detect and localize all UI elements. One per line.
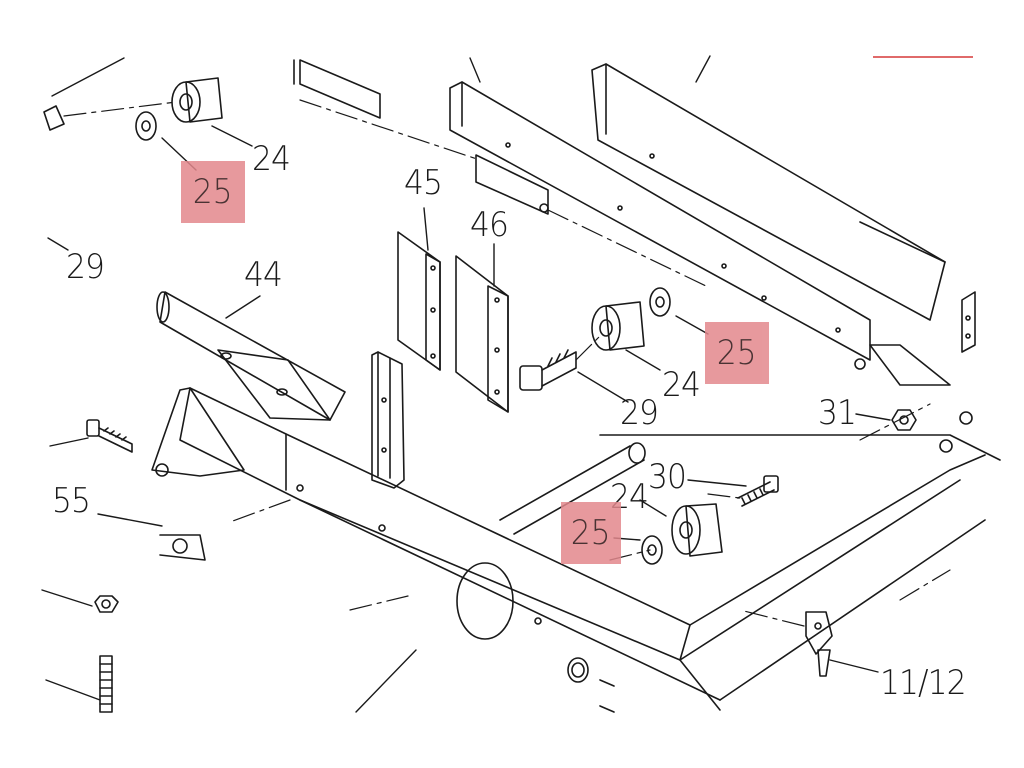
right-frame (599, 411, 1001, 701)
roller-top-left (135, 77, 223, 141)
plate-45 (397, 231, 441, 371)
highlight-25-top-left: 25 (181, 161, 245, 223)
callout-55: 55 (52, 481, 91, 521)
leader-lines (41, 55, 891, 713)
cross-rod (499, 442, 646, 535)
callout-30: 30 (648, 457, 687, 497)
callout-29-center: 29 (620, 393, 659, 433)
plate-46 (455, 255, 509, 413)
roller-bottom (641, 503, 723, 565)
highlight-25-bottom: 25 (561, 502, 621, 564)
callout-29-left: 29 (66, 247, 105, 287)
top-left-linkage (43, 59, 381, 131)
callout-24-top: 24 (252, 139, 291, 179)
highlight-25-label: 25 (571, 513, 611, 553)
right-bracket (961, 291, 976, 353)
highlight-25-label: 25 (717, 333, 757, 373)
bolt-29 (519, 349, 577, 391)
center-bracket (371, 351, 405, 489)
callout-46: 46 (470, 205, 509, 245)
upper-rail (449, 81, 951, 386)
roller-center (591, 287, 671, 351)
bolt-30 (737, 475, 779, 507)
highlight-25-center: 25 (705, 322, 769, 384)
main-rail (179, 387, 721, 713)
bar-44 (156, 291, 346, 421)
latch-11-12 (805, 611, 833, 677)
callout-45: 45 (404, 163, 443, 203)
callout-31: 31 (818, 393, 857, 433)
bolt-left (86, 419, 133, 453)
red-marker-line (873, 56, 973, 58)
nut-rod (94, 595, 119, 713)
callout-24-center: 24 (662, 365, 701, 405)
highlight-25-label: 25 (193, 172, 233, 212)
top-cover (591, 63, 946, 321)
callout-11-12: 11/12 (880, 663, 966, 703)
callout-44: 44 (244, 255, 283, 295)
center-lines (63, 99, 951, 627)
left-bracket (151, 387, 245, 561)
